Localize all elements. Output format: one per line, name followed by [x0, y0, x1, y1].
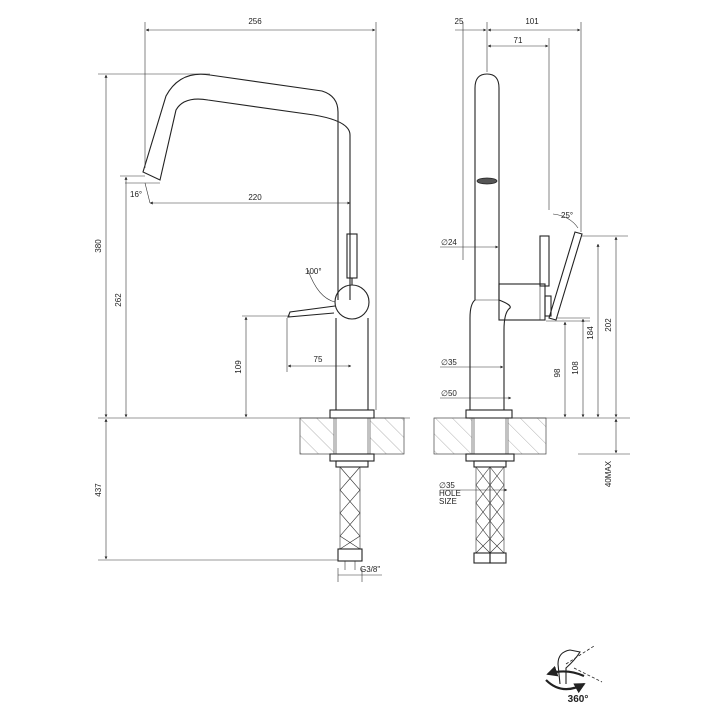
- dim-lever-angle: 100°: [305, 267, 322, 276]
- front-dimension-lines: [98, 22, 410, 582]
- dim-deck-max: 40MAX: [604, 460, 613, 487]
- faucet-body: [335, 318, 369, 410]
- faucet-body-side: [469, 278, 511, 410]
- dim-below-deck: 437: [94, 483, 103, 497]
- spout-side: [474, 73, 500, 278]
- dim-h202: 202: [604, 318, 613, 332]
- countertop-section-side: [433, 417, 547, 455]
- base-collar: [329, 409, 375, 419]
- hole-size-label-1: HOLE: [439, 489, 461, 498]
- dim-total-height: 380: [94, 239, 103, 253]
- lever-tilted: [548, 231, 583, 321]
- base-collar-side: [465, 409, 513, 419]
- dim-hole-dia: ∅35: [439, 481, 455, 490]
- side-dimension-lines: [440, 22, 630, 492]
- cartridge-knob: [334, 284, 370, 320]
- dim-spout-reach: 220: [248, 193, 262, 202]
- dim-lever-height: 109: [234, 360, 243, 374]
- countertop-section: [299, 417, 405, 455]
- dim-spout-height: 262: [114, 293, 123, 307]
- dim-h98: 98: [553, 368, 562, 377]
- dim-connection: G3/8": [360, 565, 380, 574]
- dim-h108: 108: [571, 361, 580, 375]
- lever-alt-position: [287, 305, 336, 318]
- dim-lever-tilt: 25°: [561, 211, 573, 220]
- aerator: [476, 177, 498, 185]
- hole-size-label-2: SIZE: [439, 497, 457, 506]
- rotation-360-icon: [545, 645, 603, 694]
- dim-lever-offset: 75: [314, 355, 323, 364]
- lever-handle-front: [346, 233, 358, 279]
- dim-body-dia: ∅35: [441, 358, 457, 367]
- side-view: 25 101 71 25° ∅24 ∅35 ∅50 ∅35 HOLE SIZE …: [433, 17, 630, 564]
- dim-h184: 184: [586, 326, 595, 340]
- dim-top-offset: 25: [455, 17, 464, 26]
- dim-depth-inner: 71: [514, 36, 523, 45]
- rotation-label: 360°: [568, 694, 589, 705]
- spout: [142, 73, 351, 300]
- cartridge-side: [498, 235, 552, 321]
- front-view: 256 220 16° 380 262 100° 109 75 437 G3/8…: [94, 17, 410, 582]
- dim-spout-angle: 16°: [130, 190, 142, 199]
- dim-depth-total: 101: [525, 17, 539, 26]
- dim-spout-dia: ∅24: [441, 238, 457, 247]
- supply-hoses-side: [473, 466, 507, 564]
- supply-hose-front: [337, 466, 363, 570]
- dim-overall-width: 256: [248, 17, 262, 26]
- dim-base-dia: ∅50: [441, 389, 457, 398]
